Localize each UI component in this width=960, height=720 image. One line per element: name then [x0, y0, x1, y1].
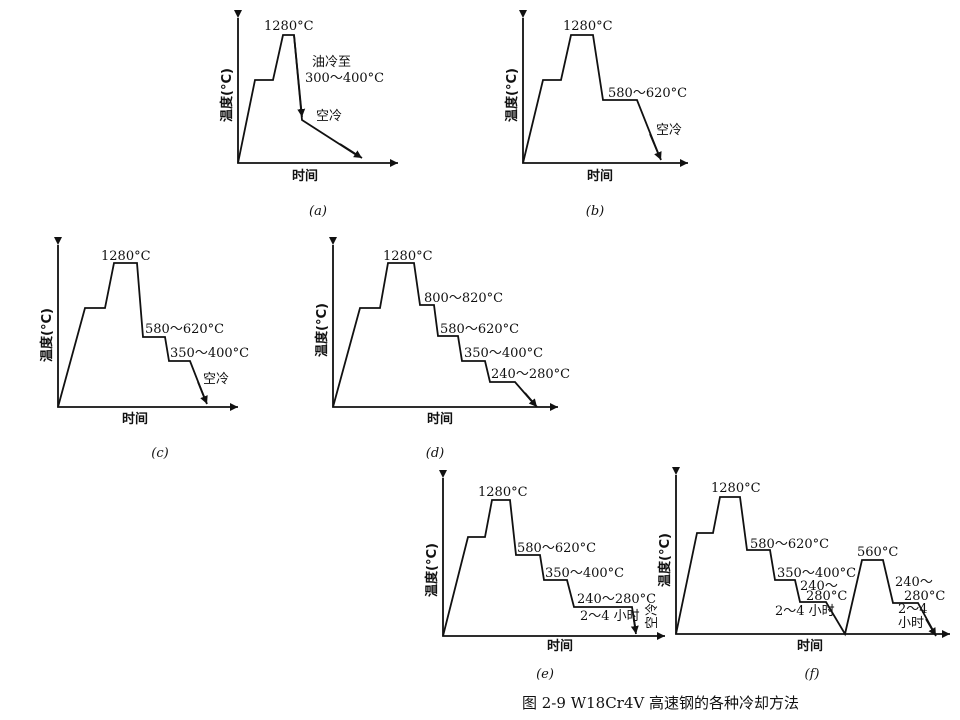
- panel-e-sublabel: (e): [536, 667, 554, 682]
- panel-f-hold-duration-1: 2～4 小时: [775, 604, 835, 619]
- panel-b: 温度(°C) 时间 1280°C 580～620°C 空冷 (b): [504, 10, 688, 219]
- panel-e-xlabel: 时间: [547, 638, 573, 654]
- panel-b-xlabel: 时间: [587, 168, 613, 184]
- panel-f-temp-1280: 1280°C: [711, 481, 761, 496]
- panel-c-ylabel: 温度(°C): [39, 308, 55, 362]
- panel-d-temp-1280: 1280°C: [383, 249, 433, 264]
- panel-e-temp-580-620: 580～620°C: [517, 541, 596, 556]
- panel-f-temp-240-d: 280°C: [904, 589, 945, 604]
- panel-d-end-arrow: [524, 392, 538, 408]
- panel-e-curve: [442, 499, 637, 637]
- panel-c-sublabel: (c): [151, 446, 168, 461]
- panel-c: 温度(°C) 时间 1280°C 580～620°C 350～400°C 空冷 …: [39, 237, 249, 461]
- panel-d-xlabel: 时间: [427, 411, 453, 427]
- panel-e-ylabel: 温度(°C): [424, 543, 440, 597]
- panel-f-ylabel: 温度(°C): [657, 533, 673, 587]
- panel-f-hold-duration-2a: 2～4: [898, 602, 928, 617]
- panel-a-ylabel: 温度(°C): [219, 68, 235, 122]
- panel-a-temp-1280: 1280°C: [264, 19, 314, 34]
- panel-d-temp-240-280: 240～280°C: [491, 367, 570, 382]
- panel-b-temp-1280: 1280°C: [563, 19, 613, 34]
- panel-f-curve: [675, 496, 936, 637]
- panel-f-temp-240-c: 240～: [895, 575, 933, 590]
- panel-e: 温度(°C) 时间 1280°C 580～620°C 350～400°C 240…: [424, 470, 665, 682]
- panel-a-oil-cool-arrow: [293, 34, 306, 118]
- panel-c-air-cool-arrow: [197, 381, 208, 405]
- panel-b-ylabel: 温度(°C): [504, 68, 520, 122]
- panel-d-ylabel: 温度(°C): [314, 303, 330, 357]
- panel-b-temp-580-620: 580～620°C: [608, 86, 687, 101]
- panel-a-axes: [234, 10, 398, 167]
- panel-d-curve: [332, 262, 536, 408]
- panel-f-xlabel: 时间: [797, 638, 823, 654]
- panel-d: 温度(°C) 时间 1280°C 800～820°C 580～620°C 350…: [314, 237, 570, 461]
- panel-a-air-cool-arrow: [339, 143, 363, 159]
- panel-e-temp-240-280: 240～280°C: [577, 592, 656, 607]
- panel-c-air-cool-label: 空冷: [203, 372, 229, 387]
- panel-f-temp-240-b: 280°C: [806, 589, 847, 604]
- panel-c-xlabel: 时间: [122, 411, 148, 427]
- panel-a-oil-cool-label: 油冷至: [312, 55, 351, 70]
- panel-b-curve: [522, 34, 661, 164]
- panel-f-end-arrow: [925, 618, 937, 637]
- panel-b-air-cool-label: 空冷: [656, 123, 682, 138]
- panel-d-sublabel: (d): [426, 446, 444, 461]
- panel-c-temp-350-400: 350～400°C: [170, 346, 249, 361]
- figure-caption: 图 2-9 W18Cr4V 高速钢的各种冷却方法: [522, 694, 799, 712]
- panel-c-curve: [57, 262, 207, 408]
- panel-b-air-cool-arrow: [649, 133, 662, 161]
- panel-f-sublabel: (f): [805, 667, 820, 682]
- panel-a: 温度(°C) 时间 1280°C 油冷至 300～400°C 空冷 (a): [219, 10, 398, 219]
- panel-e-temp-350-400: 350～400°C: [545, 566, 624, 581]
- panel-a-curve: [237, 34, 359, 164]
- panel-d-temp-350-400: 350～400°C: [464, 346, 543, 361]
- panel-a-sublabel: (a): [309, 204, 327, 219]
- panel-e-temp-1280: 1280°C: [478, 485, 528, 500]
- panel-f-temp-350-400: 350～400°C: [777, 566, 856, 581]
- panel-d-temp-580-620: 580～620°C: [440, 322, 519, 337]
- panel-c-temp-1280: 1280°C: [101, 249, 151, 264]
- panel-a-xlabel: 时间: [292, 168, 318, 184]
- panel-a-oil-cool-temp: 300～400°C: [305, 71, 384, 86]
- panel-a-air-cool-label: 空冷: [316, 109, 342, 124]
- panel-c-temp-580-620: 580～620°C: [145, 322, 224, 337]
- panel-e-hold-duration: 2～4 小时: [580, 609, 640, 624]
- panel-f-hold-duration-2b: 小时: [898, 616, 924, 631]
- panel-f-temp-240-a: 240～: [800, 579, 838, 594]
- panel-f: 温度(°C) 时间 1280°C 580～620°C 350～400°C 240…: [657, 467, 950, 682]
- panel-f-temp-580-620: 580～620°C: [750, 537, 829, 552]
- panel-f-temp-560: 560°C: [857, 545, 898, 560]
- panel-e-air-cool-label: 空冷: [645, 603, 660, 629]
- panel-d-temp-800-820: 800～820°C: [424, 291, 503, 306]
- panel-e-end-arrow: [630, 613, 639, 635]
- panel-b-sublabel: (b): [586, 204, 604, 219]
